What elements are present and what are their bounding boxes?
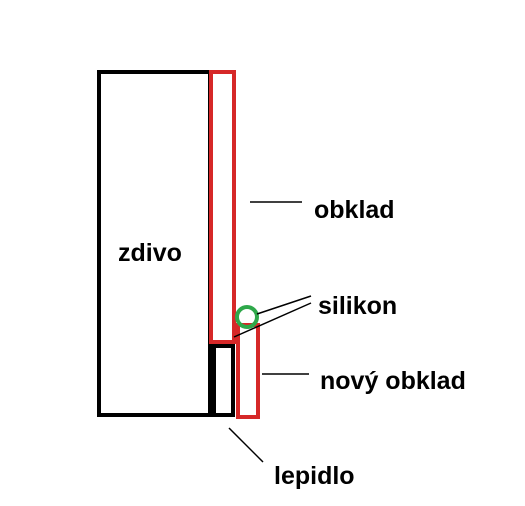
leader-line-silicone-upper [256,295,312,315]
label-tiles: obklad [314,196,395,224]
label-new-tiles: nový obklad [320,367,466,395]
leader-line-adhesive [228,427,264,463]
adhesive-layer [212,344,235,417]
label-adhesive: lepidlo [274,462,355,490]
silicone-bead [235,305,259,329]
leader-line-silicone-lower [233,302,312,338]
label-masonry: zdivo [118,239,182,267]
label-silicone: silikon [318,292,397,320]
existing-tile [209,70,236,344]
new-tile [236,323,260,419]
